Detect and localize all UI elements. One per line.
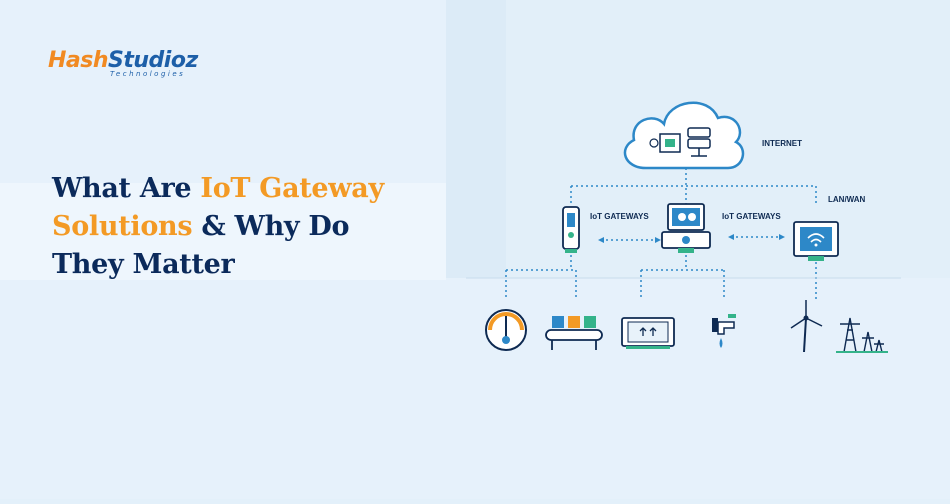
arrow-left-icon	[598, 237, 604, 243]
arrow-right-icon-2	[779, 234, 785, 240]
logo-tagline: Technologies	[110, 70, 186, 78]
router-icon	[661, 203, 711, 253]
cloud-icon	[623, 101, 745, 170]
arrow-left-icon-2	[728, 234, 734, 240]
right-panel-lower-background	[446, 278, 950, 499]
tablet-icon	[793, 221, 839, 261]
lan-wan-label: LAN/WAN	[828, 195, 866, 204]
page-title: What Are IoT Gateway Solutions & Why Do …	[52, 170, 432, 284]
thermometer-gauge-icon	[485, 309, 527, 351]
wind-turbine-icon	[790, 300, 823, 353]
internet-label: INTERNET	[762, 139, 802, 148]
faucet-icon	[712, 314, 736, 348]
title-part-3: They Matter	[52, 249, 235, 280]
conveyor-icon	[545, 316, 603, 350]
server-icon	[687, 127, 711, 157]
gateway-left-label: IoT GATEWAYS	[590, 212, 649, 221]
gateway-right-label: IoT GATEWAYS	[722, 212, 781, 221]
logo-wordmark: HashStudioz	[48, 50, 198, 72]
title-accent-2: Solutions	[52, 211, 193, 242]
logo-h: H	[48, 48, 66, 73]
hashstudioz-logo[interactable]: HashStudioz Technologies	[48, 50, 198, 79]
title-part-2: & Why Do	[192, 211, 350, 242]
diagram-svg	[466, 101, 901, 353]
headline-band	[0, 183, 446, 280]
power-tower-icon	[836, 317, 888, 353]
chip-icon	[649, 133, 681, 153]
gateway-device-icon	[562, 206, 580, 253]
logo-ash: ash	[65, 48, 109, 73]
network-connectors	[505, 168, 817, 300]
arrow-right-icon	[655, 237, 661, 243]
iot-gateway-diagram: INTERNET LAN/WAN IoT GATEWAYS IoT GATEWA…	[446, 0, 950, 499]
logo-studioz: Studioz	[108, 48, 198, 73]
title-part-1: What Are	[52, 173, 201, 204]
title-accent-1: IoT Gateway	[200, 173, 384, 204]
box-icon	[621, 317, 675, 349]
